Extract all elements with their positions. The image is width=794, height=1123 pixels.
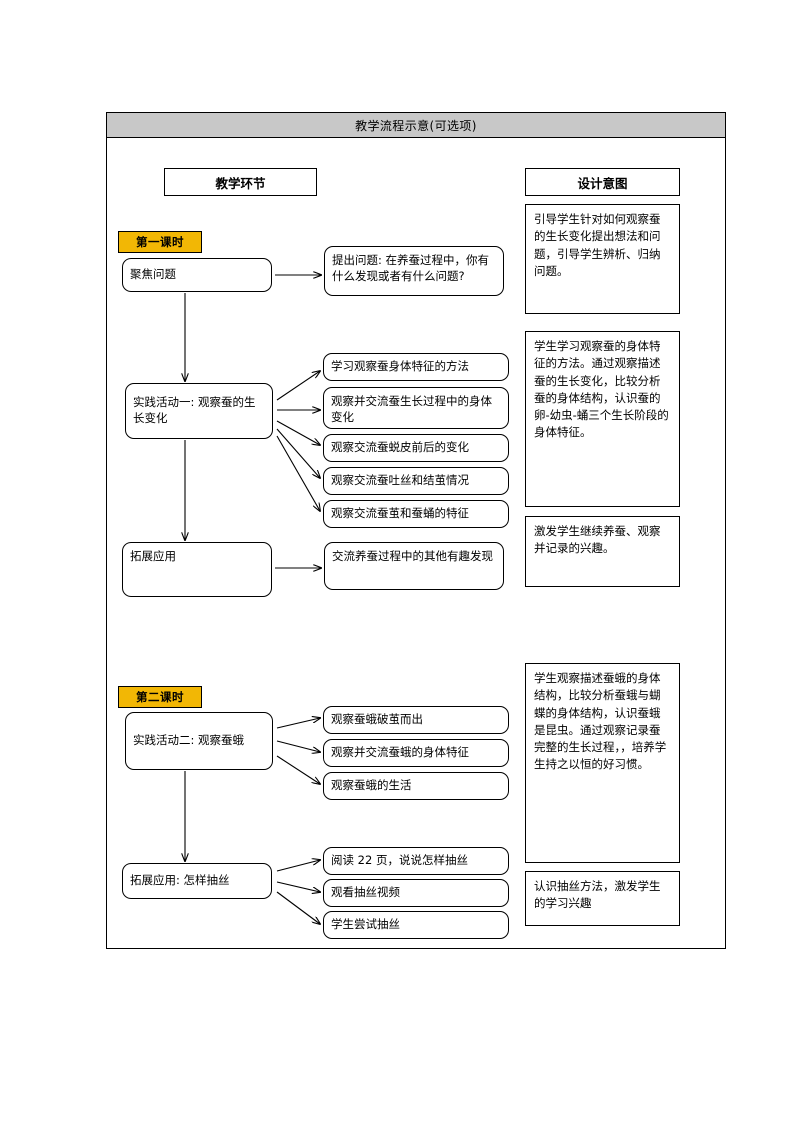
node-activity-one-detail-1: 学习观察蚕身体特征的方法 bbox=[323, 353, 509, 381]
node-activity-one-detail-5: 观察交流蚕茧和蚕蛹的特征 bbox=[323, 500, 509, 528]
design-intent-1: 引导学生针对如何观察蚕的生长变化提出想法和问题，引导学生辨析、归纳问题。 bbox=[525, 204, 680, 314]
node-extension-two-detail-3: 学生尝试抽丝 bbox=[323, 911, 509, 939]
teaching-flow-table: 教学流程示意(可选项) bbox=[106, 112, 726, 949]
node-extension-one: 拓展应用 bbox=[122, 542, 272, 597]
table-header-title: 教学流程示意(可选项) bbox=[107, 113, 725, 138]
node-activity-two-detail-3: 观察蚕蛾的生活 bbox=[323, 772, 509, 800]
session-badge-lesson-2: 第二课时 bbox=[118, 686, 202, 708]
node-activity-two-detail-2: 观察并交流蚕蛾的身体特征 bbox=[323, 739, 509, 767]
column-header-teaching-steps: 教学环节 bbox=[164, 168, 317, 196]
node-activity-one-detail-2: 观察并交流蚕生长过程中的身体变化 bbox=[323, 387, 509, 429]
node-extension-two-detail-1: 阅读 22 页，说说怎样抽丝 bbox=[323, 847, 509, 875]
column-header-design-intent: 设计意图 bbox=[525, 168, 680, 196]
node-activity-one-detail-3: 观察交流蚕蜕皮前后的变化 bbox=[323, 434, 509, 462]
design-intent-3: 激发学生继续养蚕、观察并记录的兴趣。 bbox=[525, 516, 680, 587]
table-body: 教学环节 设计意图 第一课时 第二课时 聚焦问题 提出问题: 在养蚕过程中，你有… bbox=[107, 138, 725, 949]
node-focus-question: 聚焦问题 bbox=[122, 258, 272, 292]
node-activity-one-detail-4: 观察交流蚕吐丝和结茧情况 bbox=[323, 467, 509, 495]
session-badge-lesson-1: 第一课时 bbox=[118, 231, 202, 253]
node-extension-one-detail: 交流养蚕过程中的其他有趣发现 bbox=[324, 542, 504, 590]
node-activity-one: 实践活动一: 观察蚕的生长变化 bbox=[125, 383, 273, 439]
node-extension-two-detail-2: 观看抽丝视频 bbox=[323, 879, 509, 907]
node-activity-two-detail-1: 观察蚕蛾破茧而出 bbox=[323, 706, 509, 734]
design-intent-2: 学生学习观察蚕的身体特征的方法。通过观察描述蚕的生长变化，比较分析蚕的身体结构，… bbox=[525, 331, 680, 507]
design-intent-5: 认识抽丝方法，激发学生的学习兴趣 bbox=[525, 871, 680, 926]
node-focus-question-detail: 提出问题: 在养蚕过程中，你有什么发现或者有什么问题? bbox=[324, 246, 504, 296]
node-extension-two: 拓展应用: 怎样抽丝 bbox=[122, 863, 272, 899]
design-intent-4: 学生观察描述蚕蛾的身体结构，比较分析蚕蛾与蝴蝶的身体结构，认识蚕蛾是昆虫。通过观… bbox=[525, 663, 680, 863]
node-activity-two: 实践活动二: 观察蚕蛾 bbox=[125, 712, 273, 770]
